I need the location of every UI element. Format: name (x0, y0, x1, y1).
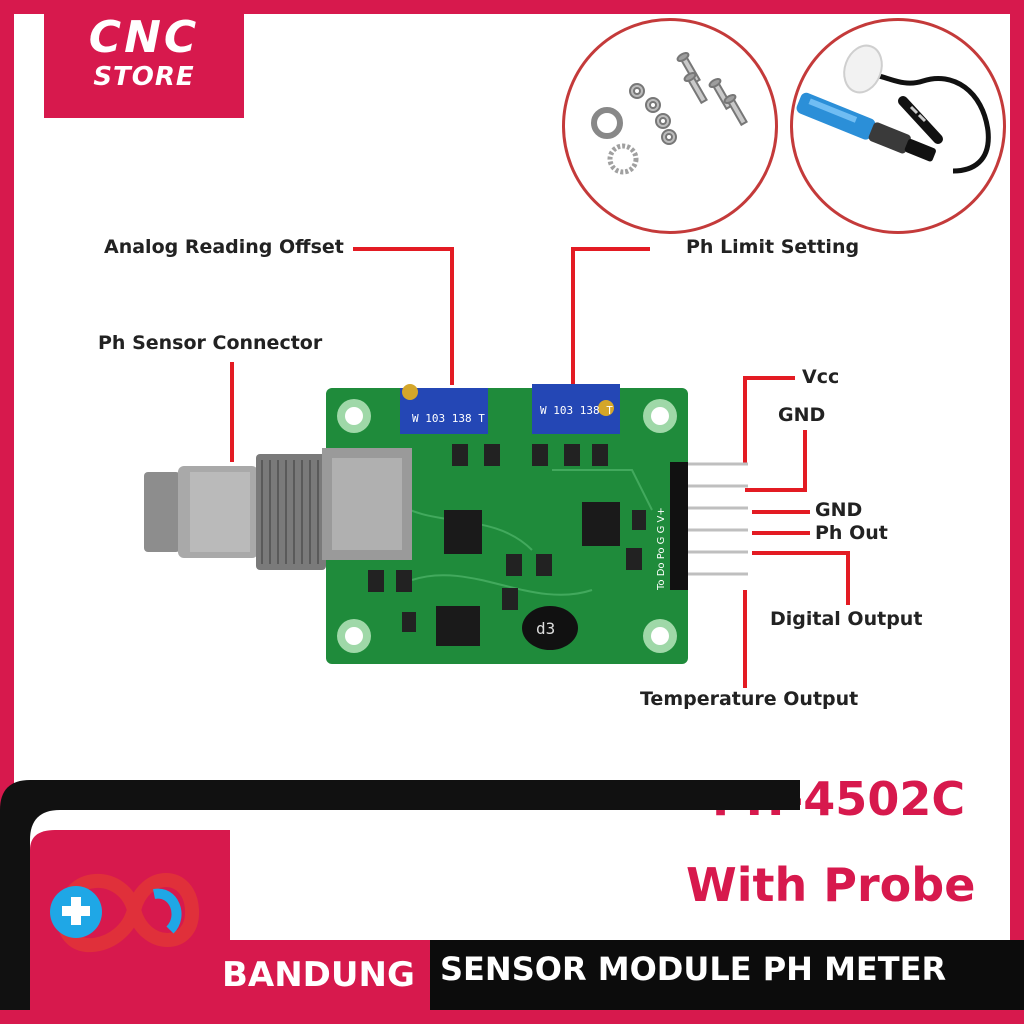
tagline-text: SENSOR MODULE PH METER (440, 950, 947, 988)
potentiometer-limit: W 103 138 T (532, 384, 620, 434)
probe-circle (790, 18, 1006, 234)
pin-labels: To Do Po G G V+ (656, 507, 667, 591)
callout-analog-offset: Analog Reading Offset (104, 236, 344, 258)
brand-name: CNC (88, 12, 200, 63)
tagline-bar (430, 940, 1024, 1010)
accessories-circle (562, 18, 778, 234)
pot1-marking: W 103 138 T (412, 412, 485, 425)
mounting-hole (337, 399, 677, 653)
callout-vcc: Vcc (802, 366, 840, 388)
bnc-connector (144, 448, 412, 570)
ic-chip (436, 606, 480, 646)
frame-top (0, 0, 1024, 14)
model-subtitle: With Probe (686, 858, 976, 912)
callout-ph-limit: Ph Limit Setting (686, 236, 860, 258)
ic-marking: d3 (536, 619, 555, 638)
frame-bottom (0, 1010, 1024, 1024)
ph-sensor-board: W 103 138 T W 103 138 T d3 (144, 384, 748, 664)
ic-chip (444, 510, 482, 554)
header-pins (670, 462, 748, 590)
brand-logo (44, 0, 244, 118)
screws-nuts-washers-icon (591, 52, 748, 175)
callout-sensor-connector: Ph Sensor Connector (98, 332, 323, 354)
pot2-marking: W 103 138 T (540, 404, 613, 417)
callout-gnd-top: GND (778, 404, 826, 426)
frame-left (0, 0, 14, 1024)
city-label: BANDUNG (222, 955, 415, 995)
frame-right (1010, 0, 1024, 1024)
ic-chip (582, 502, 620, 546)
infinity-cross-logo-icon (50, 873, 199, 953)
callout-ph-out: Ph Out (815, 522, 888, 544)
component-d3 (522, 606, 578, 650)
brand-subname: STORE (93, 62, 195, 92)
callout-digital-output: Digital Output (770, 608, 923, 630)
callout-temperature-output: Temperature Output (640, 688, 859, 710)
smd-components (368, 444, 646, 632)
callout-gnd: GND (815, 499, 863, 521)
ph-probe-icon (796, 44, 991, 174)
potentiometer-offset: W 103 138 T (400, 384, 488, 434)
